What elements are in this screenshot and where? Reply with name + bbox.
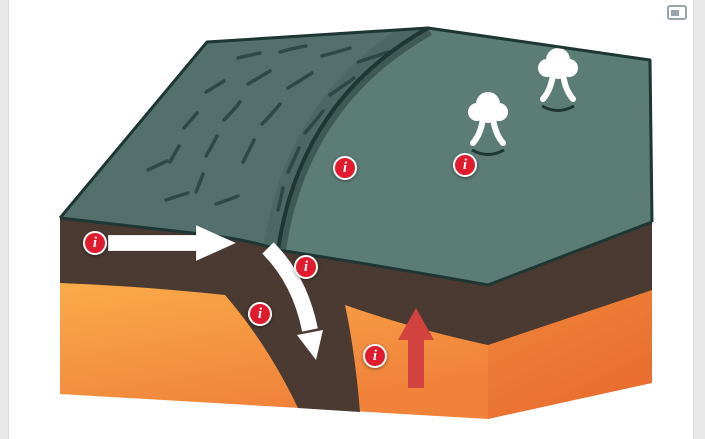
crust-and-subducting-slab <box>60 218 488 412</box>
info-button-subducting-slab[interactable]: i <box>248 302 272 326</box>
block-outlines <box>58 26 654 287</box>
info-button-plate-boundary[interactable]: i <box>294 255 318 279</box>
crust-right-face <box>488 222 652 345</box>
slab-descent-arrow <box>262 242 323 360</box>
plate-motion-arrow <box>107 224 238 262</box>
scale-to-fit-icon <box>671 10 679 16</box>
right-page-gutter[interactable] <box>693 0 705 439</box>
info-button-mantle[interactable]: i <box>363 344 387 368</box>
magma-rise-arrow <box>398 308 434 388</box>
info-button-trench[interactable]: i <box>333 156 357 180</box>
scale-view-button[interactable] <box>667 5 687 20</box>
info-button-plate-motion[interactable]: i <box>83 231 107 255</box>
info-button-volcanic-arc[interactable]: i <box>453 153 477 177</box>
trench-line <box>276 26 429 251</box>
left-page-gutter <box>0 0 9 439</box>
plate-fracture-marks <box>146 44 390 212</box>
